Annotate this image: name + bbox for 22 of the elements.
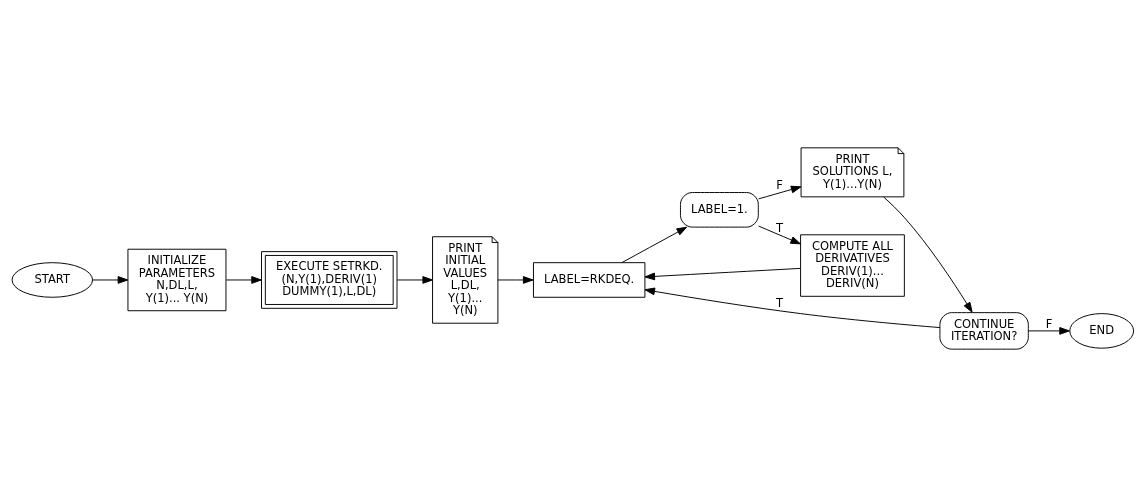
node-box: LABEL=1. — [680, 192, 759, 228]
arrow — [396, 276, 433, 284]
arrow — [497, 276, 534, 284]
node-ellipse: END — [1069, 313, 1135, 349]
edge-label: T — [775, 220, 783, 235]
edge-label: F — [776, 178, 783, 193]
arrow — [1028, 327, 1070, 335]
node-box: CONTINUE ITERATION? — [939, 312, 1029, 350]
arrow — [91, 276, 129, 284]
node-box: COMPUTE ALL DERIVATIVES DERIV(1)... DERIV(N) — [800, 234, 905, 297]
node-box: LABEL=RKDEQ. — [532, 262, 646, 298]
arrow — [621, 226, 688, 264]
edge-label: T — [775, 296, 783, 311]
node-box: INITIALIZE PARAMETERS N,DL,L, Y(1)... Y(N) — [127, 248, 227, 312]
edge-label: F — [1045, 316, 1053, 331]
arrow — [644, 267, 801, 281]
node-ellipse: START — [11, 262, 94, 298]
arrow — [758, 225, 801, 245]
arrow — [225, 276, 262, 284]
arrow — [644, 287, 941, 329]
arrow — [758, 185, 802, 200]
arrow — [883, 196, 973, 313]
